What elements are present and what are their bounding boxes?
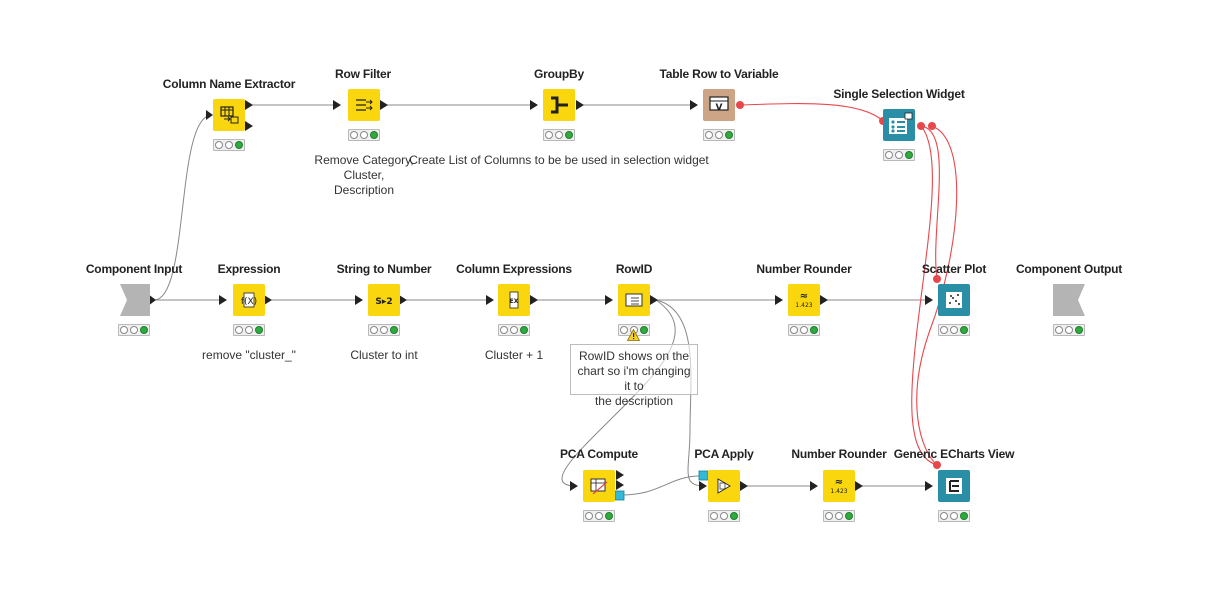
node-title: Component Input <box>85 262 183 276</box>
svg-text:EX: EX <box>510 298 519 305</box>
node-title: Single Selection Widget <box>833 87 965 101</box>
node-status-indicator <box>118 324 150 336</box>
node-status-indicator <box>823 510 855 522</box>
scatter-plot-icon <box>946 292 962 308</box>
string-to-number-node[interactable]: S▸2 <box>368 284 400 316</box>
component-input-node[interactable] <box>118 284 150 316</box>
table-row-to-variable-node[interactable]: V <box>703 89 735 121</box>
node-status-indicator <box>938 324 970 336</box>
node-status-indicator <box>348 129 380 141</box>
node-status-indicator <box>213 139 245 151</box>
node-title: Generic ECharts View <box>893 447 1015 461</box>
node-status-indicator <box>788 324 820 336</box>
node-label: Cluster to int <box>350 348 418 362</box>
svg-text:1.423: 1.423 <box>795 302 812 309</box>
node-title: Column Name Extractor <box>162 77 296 91</box>
node-status-indicator <box>1053 324 1085 336</box>
node-status-indicator <box>938 510 970 522</box>
rowid-icon <box>625 293 643 307</box>
node-title: Number Rounder <box>756 262 852 276</box>
node-label: Remove Category, Cluster, Description <box>314 153 414 197</box>
scatter-plot-node[interactable] <box>938 284 970 316</box>
number-rounder-icon: ≈ 1.423 <box>795 291 812 309</box>
node-status-indicator <box>883 149 915 161</box>
wire-pca-compute-to-pca-apply <box>621 475 701 496</box>
node-title: Scatter Plot <box>921 262 987 276</box>
echarts-view-icon <box>946 478 962 494</box>
generic-echarts-view-node[interactable] <box>938 470 970 502</box>
node-title: PCA Apply <box>694 447 754 461</box>
number-rounder-icon: ≈ 1.423 <box>830 477 847 495</box>
column-expressions-icon: EX <box>509 291 519 309</box>
workflow-annotation[interactable]: RowID shows on the chart so i'm changing… <box>570 344 698 408</box>
node-title: RowID <box>615 262 653 276</box>
row-filter-icon <box>356 99 373 111</box>
svg-text:f(X): f(X) <box>241 297 257 307</box>
rowid-node[interactable] <box>618 284 650 316</box>
expression-icon: f(X) <box>241 292 257 308</box>
component-output-icon <box>1053 284 1085 316</box>
wire-rowid-to-pca-apply <box>655 299 706 487</box>
number-rounder-node[interactable]: ≈ 1.423 <box>823 470 855 502</box>
node-status-indicator <box>498 324 530 336</box>
node-title: Number Rounder <box>791 447 887 461</box>
component-input-icon <box>120 284 150 316</box>
svg-text:1.423: 1.423 <box>830 488 847 495</box>
node-title: GroupBy <box>534 67 584 81</box>
node-status-indicator <box>543 129 575 141</box>
table-to-variable-icon: V <box>709 96 729 113</box>
node-status-indicator <box>708 510 740 522</box>
selection-widget-icon <box>889 112 913 134</box>
pca-apply-node[interactable] <box>708 470 740 502</box>
flow-wire-widget-to-echarts-2 <box>911 125 938 466</box>
node-title: String to Number <box>336 262 432 276</box>
node-title: PCA Compute <box>559 447 639 461</box>
column-expressions-node[interactable]: EX <box>498 284 530 316</box>
node-title: Expression <box>217 262 281 276</box>
flow-wire-widget-to-scatter <box>920 125 940 280</box>
svg-text:≈: ≈ <box>835 477 843 488</box>
svg-text:S▸2: S▸2 <box>375 297 392 307</box>
row-filter-node[interactable] <box>348 89 380 121</box>
node-label: Create List of Columns to be be used in … <box>409 153 709 167</box>
node-title: Component Output <box>1015 262 1123 276</box>
expression-node[interactable]: f(X) <box>233 284 265 316</box>
column-name-extractor-node[interactable] <box>213 99 245 131</box>
node-status-indicator <box>368 324 400 336</box>
wire-input-to-column-name-extractor <box>153 114 213 301</box>
string-to-number-icon: S▸2 <box>375 297 392 307</box>
wire-rowid-to-pca-compute <box>561 299 676 487</box>
flow-wire-widget-to-echarts <box>916 125 958 466</box>
node-title: Table Row to Variable <box>659 67 779 81</box>
node-status-indicator <box>703 129 735 141</box>
node-label: Cluster + 1 <box>484 348 544 362</box>
svg-text:V: V <box>716 103 723 113</box>
flow-wire-table-row-to-widget <box>739 103 884 122</box>
groupby-icon <box>551 96 568 114</box>
pca-apply-icon <box>717 478 731 494</box>
node-label: remove "cluster_" <box>202 348 296 362</box>
warning-icon[interactable] <box>627 329 640 341</box>
node-status-indicator <box>233 324 265 336</box>
pca-compute-node[interactable] <box>583 470 615 502</box>
svg-text:≈: ≈ <box>800 291 808 302</box>
number-rounder-node[interactable]: ≈ 1.423 <box>788 284 820 316</box>
node-title: Column Expressions <box>456 262 572 276</box>
node-title: Row Filter <box>334 67 392 81</box>
column-name-extractor-icon <box>220 106 239 124</box>
component-output-node[interactable] <box>1053 284 1085 316</box>
groupby-node[interactable] <box>543 89 575 121</box>
node-status-indicator <box>583 510 615 522</box>
single-selection-widget-node[interactable] <box>883 109 915 141</box>
pca-compute-icon <box>590 478 608 495</box>
